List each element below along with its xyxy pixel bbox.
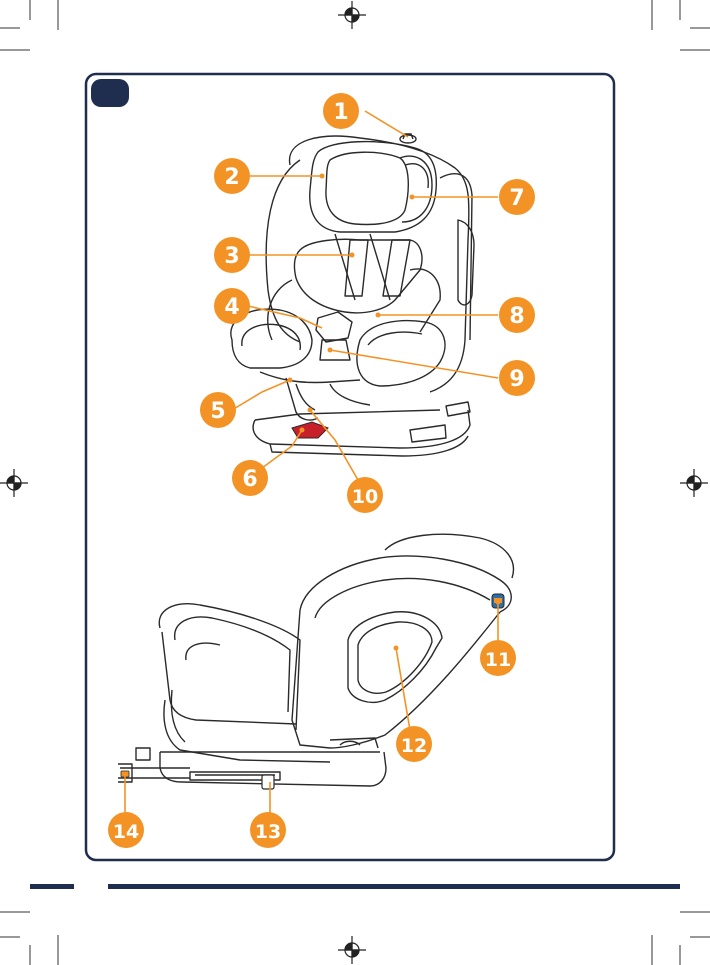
callout-11: 11 bbox=[480, 640, 516, 676]
callout-10: 10 bbox=[347, 477, 383, 513]
svg-text:12: 12 bbox=[401, 735, 427, 757]
svg-text:5: 5 bbox=[210, 399, 225, 424]
callout-1: 1 bbox=[323, 93, 359, 129]
svg-text:1: 1 bbox=[333, 100, 348, 125]
footer-bar-left bbox=[30, 884, 74, 889]
svg-text:6: 6 bbox=[242, 467, 257, 492]
svg-text:11: 11 bbox=[485, 649, 511, 671]
svg-text:4: 4 bbox=[224, 295, 239, 320]
callout-3: 3 bbox=[214, 237, 250, 273]
callout-4: 4 bbox=[214, 288, 250, 324]
callout-14: 14 bbox=[108, 812, 144, 848]
car-seat-front-illustration bbox=[231, 136, 474, 456]
svg-text:8: 8 bbox=[509, 304, 524, 329]
svg-text:13: 13 bbox=[255, 821, 281, 843]
leader-lines bbox=[125, 111, 498, 814]
svg-text:10: 10 bbox=[352, 486, 378, 508]
callout-9: 9 bbox=[499, 360, 535, 396]
svg-text:9: 9 bbox=[509, 367, 524, 392]
callout-12: 12 bbox=[396, 726, 432, 762]
svg-text:2: 2 bbox=[224, 165, 239, 190]
callout-13: 13 bbox=[250, 812, 286, 848]
callout-8: 8 bbox=[499, 297, 535, 333]
callout-5: 5 bbox=[200, 392, 236, 428]
top-tether-ring bbox=[400, 134, 416, 143]
callout-6: 6 bbox=[232, 460, 268, 496]
callout-2: 2 bbox=[214, 158, 250, 194]
callout-7: 7 bbox=[499, 179, 535, 215]
svg-text:14: 14 bbox=[113, 821, 139, 843]
svg-text:3: 3 bbox=[224, 244, 239, 269]
page-badge bbox=[91, 79, 129, 107]
car-seat-side-illustration bbox=[118, 534, 513, 786]
svg-text:7: 7 bbox=[509, 186, 524, 211]
isofix-release-button bbox=[262, 775, 274, 789]
footer-bar-main bbox=[108, 884, 680, 889]
